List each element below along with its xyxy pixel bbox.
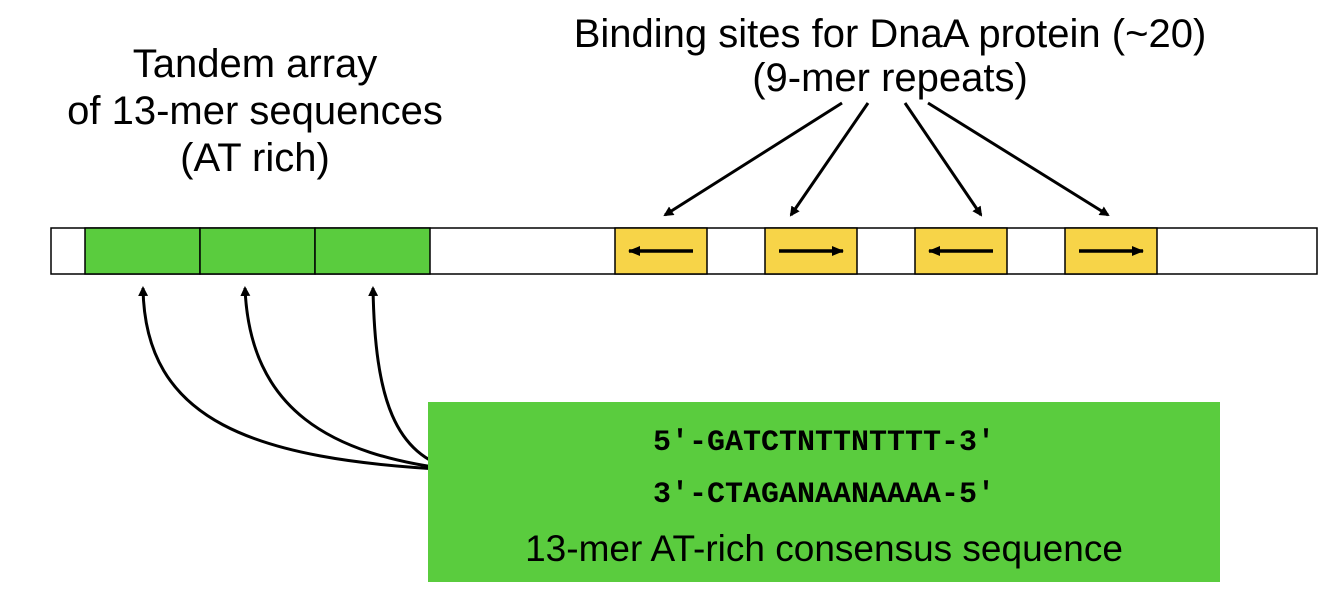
thirteen-mer-box <box>84 227 201 275</box>
dnaa-sites-label: Binding sites for DnaA protein (~20) (9-… <box>510 14 1270 102</box>
dnaa-site-group <box>614 227 1158 275</box>
consensus-caption: 13-mer AT-rich consensus sequence <box>525 528 1123 569</box>
consensus-box: 5′-GATCTNTTNTTTT-3′ 3′-CTAGANAANAAAA-5′ … <box>428 402 1220 582</box>
dnaa-site <box>614 227 708 275</box>
thirteen-mer-box <box>314 227 431 275</box>
dnaa-pointer-arrow-3 <box>903 102 983 217</box>
dnaa-pointer-arrow-1 <box>663 101 843 217</box>
dnaa-site <box>1064 227 1158 275</box>
dnaa-site <box>764 227 858 275</box>
dnaa-pointer-arrow-2 <box>789 102 870 217</box>
consensus-curve-arrow-1 <box>138 286 456 472</box>
consensus-bottom-strand: 3′-CTAGANAANAAAA-5′ <box>652 478 996 512</box>
dnaa-site <box>914 227 1008 275</box>
dnaa-sites-label-line-1: Binding sites for DnaA protein (~20) <box>573 12 1207 56</box>
tandem-array-label: Tandem array of 13-mer sequences (AT ric… <box>0 44 510 185</box>
tandem-array-label-line-2: of 13-mer sequences <box>67 89 443 133</box>
tandem-array-label-line-1: Tandem array <box>132 42 378 86</box>
dnaa-pointer-arrow-4 <box>927 101 1110 217</box>
dnaa-sites-label-line-2: (9-mer repeats) <box>752 56 1028 100</box>
consensus-curve-arrow-2 <box>240 286 456 472</box>
dnaa-label-arrows <box>663 101 1110 217</box>
thirteen-mer-array <box>84 227 431 275</box>
thirteen-mer-box <box>199 227 316 275</box>
tandem-array-label-line-3: (AT rich) <box>180 136 330 180</box>
consensus-arrows <box>138 286 456 472</box>
consensus-top-strand: 5′-GATCTNTTNTTTT-3′ <box>652 426 996 460</box>
